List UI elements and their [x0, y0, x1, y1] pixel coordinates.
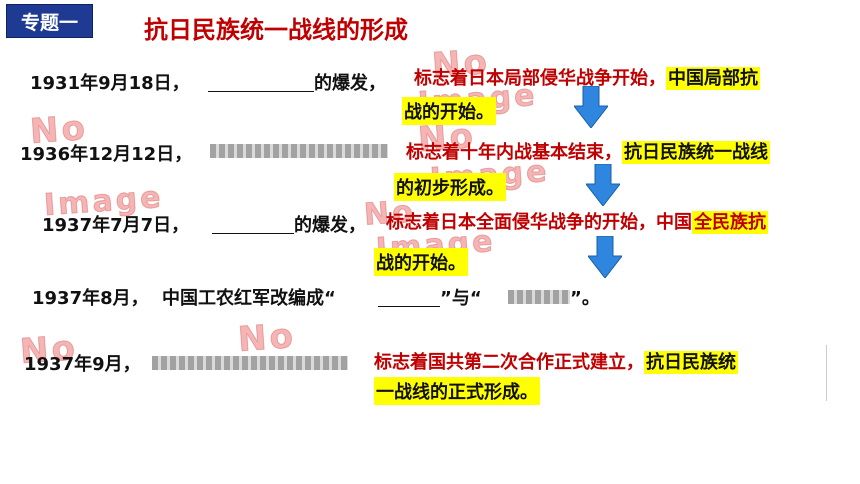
- down-arrow-icon: [574, 86, 608, 128]
- topic-badge: 专题一: [6, 4, 93, 38]
- event-significance-continued: 战的开始。: [374, 248, 468, 276]
- divider: [826, 345, 827, 401]
- page-title: 抗日民族统一战线的形成: [144, 16, 408, 44]
- event-text: 的爆发，: [314, 73, 386, 94]
- image-placeholder: No: [236, 316, 298, 361]
- answer-blank: [208, 71, 314, 92]
- down-arrow-icon: [588, 236, 622, 278]
- obscured-answer: [152, 356, 348, 370]
- event-text: 的爆发，: [294, 215, 366, 236]
- event-date: 1937年9月，: [24, 354, 141, 375]
- down-arrow-icon: [586, 164, 620, 206]
- event-date: 1937年8月，: [32, 288, 149, 309]
- event-significance: 标志着日本局部侵华战争开始，中国局部抗: [414, 67, 760, 90]
- event-significance: 标志着国共第二次合作正式建立，抗日民族统: [374, 351, 738, 374]
- answer-blank: [378, 286, 440, 307]
- answer-blank: [212, 213, 294, 234]
- event-significance-continued: 一战线的正式形成。: [374, 377, 540, 405]
- event-text: ”与“: [440, 288, 482, 309]
- event-text: ”。: [570, 288, 600, 309]
- obscured-answer: [210, 144, 388, 158]
- obscured-answer: [508, 290, 570, 304]
- event-significance: 标志着十年内战基本结束，抗日民族统一战线: [406, 141, 770, 164]
- event-significance-continued: 的初步形成。: [394, 173, 506, 201]
- event-significance-continued: 战的开始。: [402, 97, 496, 125]
- event-date: 1931年9月18日，: [30, 73, 190, 94]
- event-text: 中国工农红军改编成“: [162, 288, 336, 309]
- event-date: 1936年12月12日，: [20, 144, 193, 165]
- event-date: 1937年7月7日，: [42, 215, 190, 236]
- event-significance: 标志着日本全面侵华战争的开始，中国全民族抗: [386, 211, 768, 234]
